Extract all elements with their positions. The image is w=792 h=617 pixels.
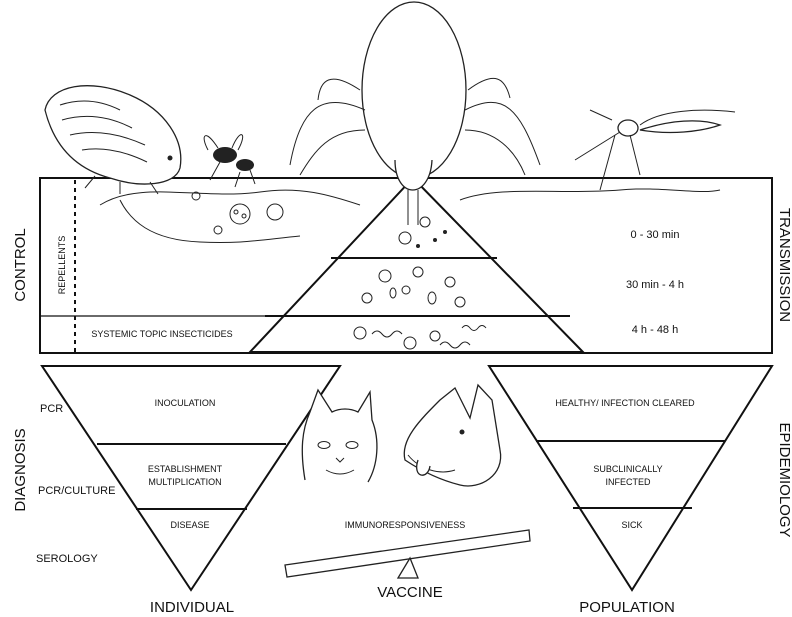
method-serology: SEROLOGY — [36, 553, 98, 565]
immunoresponsiveness-label: IMMUNORESPONSIVENESS — [345, 520, 466, 530]
method-pcr: PCR — [40, 403, 63, 415]
stage-establishment: ESTABLISHMENT — [148, 464, 223, 474]
seesaw-pivot — [398, 558, 418, 578]
stage-inoculation: INOCULATION — [155, 398, 216, 408]
repellents-label: REPELLENTS — [57, 236, 67, 295]
systemic-label: SYSTEMIC TOPIC INSECTICIDES — [91, 329, 232, 339]
stage-multiplication: MULTIPLICATION — [148, 477, 221, 487]
transmission-pyramid — [250, 178, 583, 352]
time-4h-48h: 4 h - 48 h — [632, 324, 678, 336]
skin-surface-line — [100, 189, 720, 205]
individual-label: INDIVIDUAL — [150, 599, 234, 616]
control-label: CONTROL — [12, 228, 29, 301]
stage-disease: DISEASE — [170, 520, 209, 530]
method-pcr-culture: PCR/CULTURE — [38, 485, 115, 497]
tick-icon — [290, 2, 540, 225]
pathogen-cells — [192, 192, 486, 349]
cat-icon — [302, 390, 377, 482]
diagnosis-label: DIAGNOSIS — [12, 428, 29, 511]
time-30min-4h: 30 min - 4 h — [626, 279, 684, 291]
pop-sick: SICK — [621, 520, 642, 530]
dog-icon — [404, 385, 500, 486]
epidemiology-label: EPIDEMIOLOGY — [776, 422, 792, 537]
pop-infected: INFECTED — [606, 477, 652, 487]
time-0-30-min: 0 - 30 min — [631, 229, 680, 241]
pop-subclinically: SUBCLINICALLY — [593, 464, 662, 474]
skin-lesion-outline — [120, 200, 300, 243]
sandfly-icon — [204, 135, 255, 187]
population-label: POPULATION — [579, 599, 675, 616]
transmission-label: TRANSMISSION — [776, 208, 792, 322]
vaccine-label: VACCINE — [377, 584, 443, 601]
pop-healthy: HEALTHY/ INFECTION CLEARED — [555, 398, 695, 408]
